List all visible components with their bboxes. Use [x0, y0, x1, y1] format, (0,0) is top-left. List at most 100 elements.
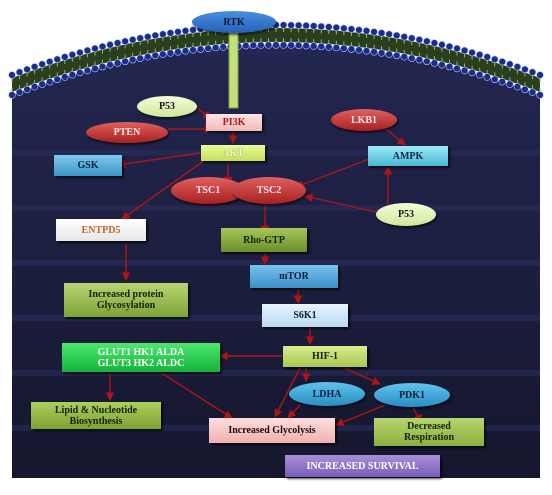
lipid-head [15, 68, 24, 76]
lipid-head [83, 66, 92, 75]
edge-pdk1-respiration [412, 406, 423, 421]
lipid-head [400, 33, 408, 41]
lipid-head [408, 54, 416, 62]
lipid-head [294, 21, 303, 30]
edge-hif1-pdk1 [339, 365, 381, 385]
lipid-head [362, 27, 371, 35]
edge-lkb1-ampk [384, 127, 406, 146]
lipid-head [272, 41, 280, 49]
edge-p53-pi3k [195, 106, 210, 120]
lipid-head [68, 51, 77, 59]
lipid-head [332, 23, 341, 32]
lipid-head [76, 68, 84, 77]
lipid-head [370, 28, 378, 36]
lipid-head [498, 78, 506, 86]
lipid-head [340, 44, 348, 53]
lipid-head [151, 31, 160, 40]
lipid-head [536, 91, 544, 99]
lipid-head [438, 41, 446, 49]
lipid-head [53, 55, 61, 64]
lipid-head [46, 58, 54, 66]
node-pi3k: PI3K [206, 114, 262, 131]
lipid-head [15, 88, 24, 96]
lipid-head [423, 37, 431, 46]
lipid-head [219, 43, 227, 51]
lipid-head [287, 41, 295, 49]
node-ldha: LDHA [289, 382, 365, 406]
lipid-head [377, 49, 386, 57]
lipid-head [8, 91, 16, 99]
edge-hif1-glycolysis [274, 367, 301, 418]
lipid-head [347, 25, 356, 33]
lipid-head [317, 22, 325, 31]
lipid-head [438, 61, 446, 69]
lipid-head [355, 46, 363, 54]
lipid-head [166, 29, 175, 37]
node-ampk: AMPK [368, 146, 448, 166]
lipid-head [23, 65, 31, 74]
lipid-head [159, 50, 167, 58]
node-lkb1: LKB1 [331, 109, 397, 131]
lipid-head [370, 48, 378, 56]
lipid-head [196, 45, 205, 53]
lipid-head [204, 44, 212, 53]
lipid-head [445, 62, 454, 71]
lipid-head [453, 44, 461, 53]
node-pdk1: PDK1 [374, 383, 450, 407]
lipid-head [144, 33, 152, 41]
lipid-head [423, 57, 431, 66]
lipid-head [506, 80, 514, 88]
node-protein-glycosylation: Increased protein Glycosylation [64, 283, 188, 317]
membrane-tails-band [12, 28, 540, 92]
lipid-head [128, 56, 137, 64]
node-p53-bottom: P53 [376, 203, 436, 226]
lipid-head [302, 21, 310, 30]
lipid-head [498, 58, 506, 66]
lipid-head [506, 60, 514, 68]
node-glut: GLUT1 HK1 ALDA GLUT3 HK2 ALDC [62, 343, 220, 372]
lipid-head [106, 41, 114, 49]
lipid-head [536, 71, 544, 79]
lipid-head [491, 75, 499, 84]
lipid-head [136, 54, 144, 62]
lipid-head [159, 30, 167, 38]
lipid-head [98, 42, 107, 51]
lipid-head [302, 41, 310, 50]
lipid-head [483, 73, 491, 81]
node-lipid-biosynthesis: Lipid & Nucleotide Biosynthesis [31, 402, 161, 429]
lipid-head [287, 21, 295, 29]
lipid-head [91, 44, 99, 53]
lipid-head [325, 23, 333, 31]
lipid-head [121, 37, 129, 46]
receptor-stalk [228, 27, 239, 109]
lipid-head [257, 41, 265, 49]
lipid-head [144, 53, 152, 61]
lipid-head [310, 42, 318, 50]
lipid-head [392, 31, 401, 40]
lipid-head [211, 43, 220, 52]
node-increased-survival: INCREASED SURVIVAL [285, 455, 440, 477]
lipid-head [392, 51, 401, 60]
lipid-head [415, 56, 424, 64]
lipid-head [445, 42, 454, 51]
lipid-head [521, 85, 529, 94]
lipid-head [181, 47, 190, 55]
lipid-head [430, 39, 439, 47]
lipid-head [453, 64, 461, 73]
lipid-head [460, 46, 469, 55]
lipid-head [30, 63, 39, 71]
node-entpd5: ENTPD5 [56, 219, 146, 241]
lipid-head [151, 51, 160, 60]
lipid-head [483, 53, 491, 61]
lipid-head [174, 28, 182, 36]
lipid-head [61, 53, 69, 61]
lipid-head [38, 80, 46, 88]
lipid-head [242, 41, 250, 50]
lipid-head [128, 36, 137, 44]
lipid-head [385, 50, 393, 58]
lipid-head [310, 22, 318, 30]
lipid-head [377, 29, 386, 37]
edges [105, 106, 423, 427]
node-s6k1: S6K1 [262, 304, 348, 327]
